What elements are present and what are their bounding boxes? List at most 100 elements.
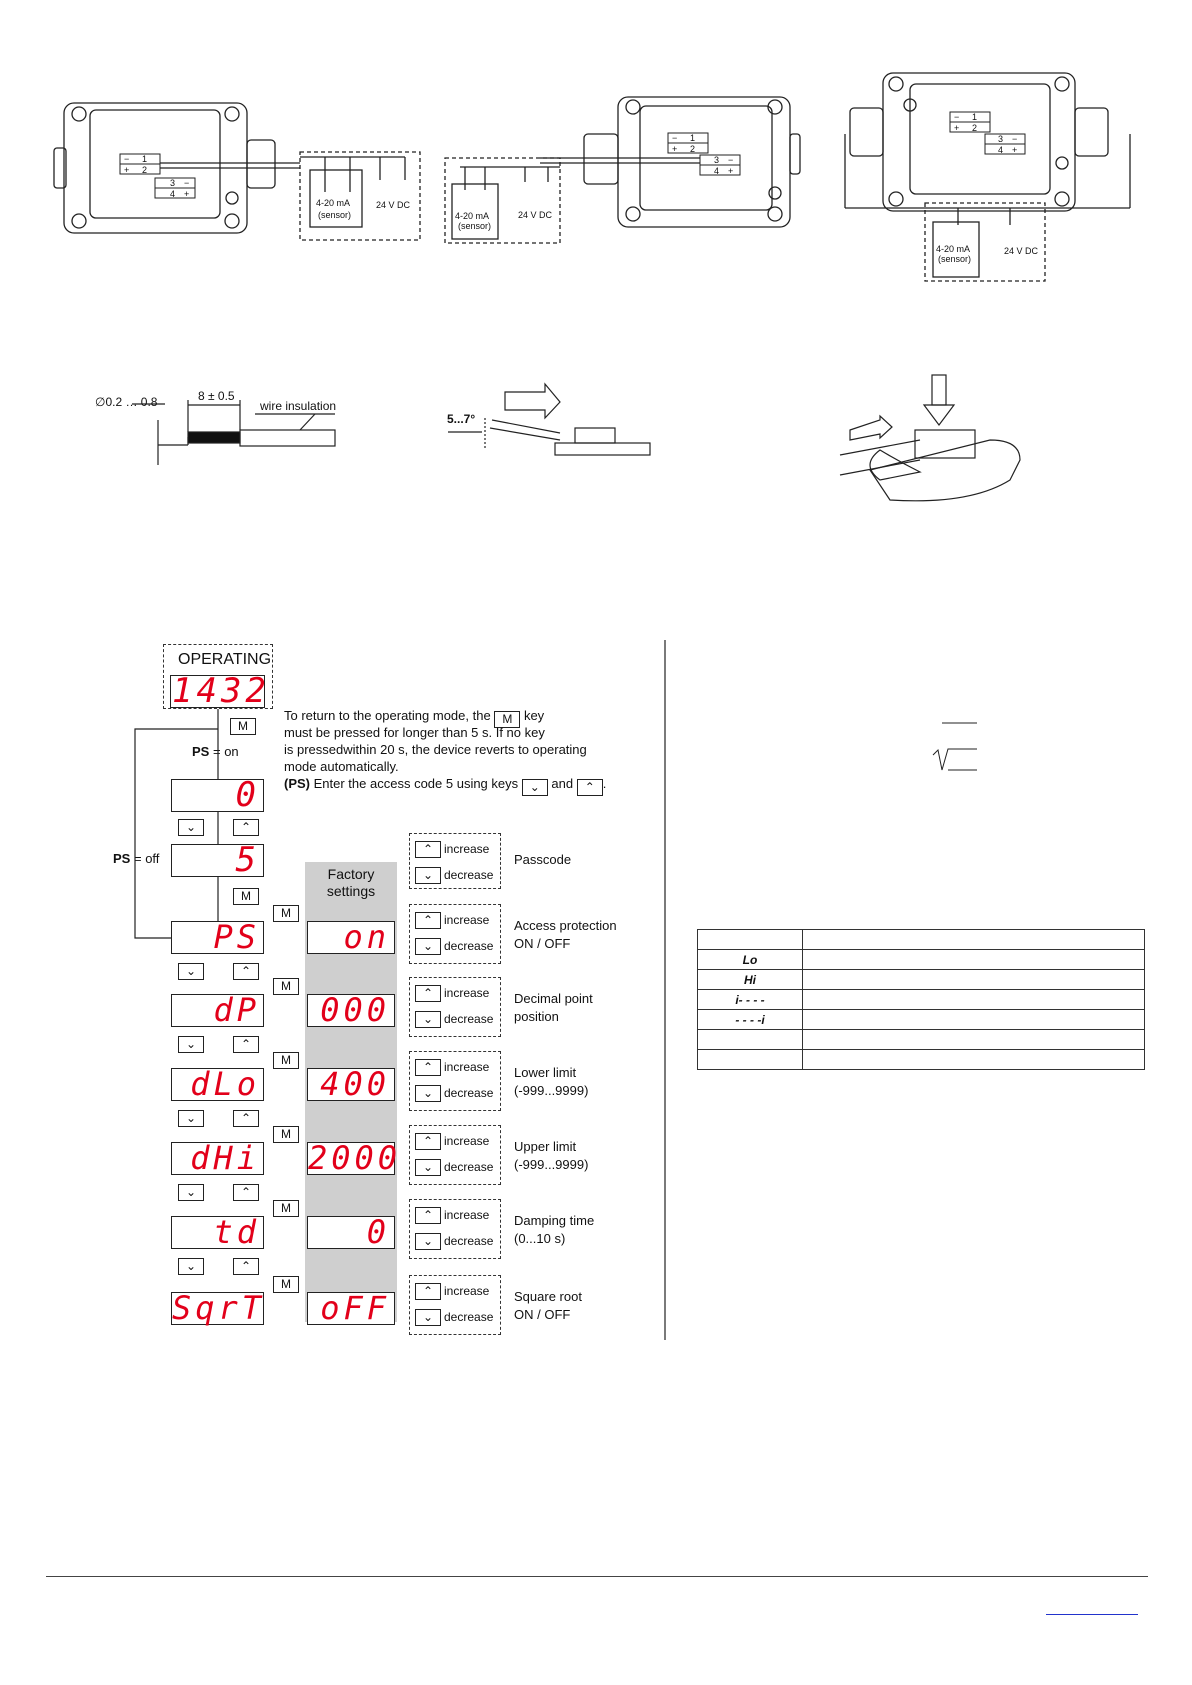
- table-cell-symbol: [697, 1049, 803, 1070]
- param-up-key[interactable]: ⌃: [233, 1258, 259, 1275]
- param-keys-frame: [409, 1199, 501, 1259]
- param-desc-2: position: [514, 1009, 559, 1024]
- table-cell-desc: [802, 1029, 1145, 1050]
- table-row: [697, 929, 1145, 950]
- param-code: td: [213, 1213, 260, 1251]
- wire-diameter-label: ∅0.2 … 0.8: [95, 395, 158, 409]
- param-down-key[interactable]: ⌄: [178, 1036, 204, 1053]
- param-up-key[interactable]: ⌃: [233, 1184, 259, 1201]
- table-cell-desc: [802, 969, 1145, 990]
- d3-sensor-sub: (sensor): [938, 254, 971, 264]
- passcode-up-key[interactable]: ⌃: [415, 841, 441, 858]
- param-code-display: [171, 994, 264, 1027]
- param-desc-2: (-999...9999): [514, 1083, 589, 1098]
- table-cell-symbol: Lo: [697, 949, 803, 970]
- param-increase: increase: [444, 1134, 490, 1148]
- param-m-key[interactable]: M: [273, 1200, 299, 1217]
- param-up-key[interactable]: ⌃: [233, 1110, 259, 1127]
- param-up-key[interactable]: ⌃: [415, 1133, 441, 1150]
- param-down-key[interactable]: ⌄: [178, 1258, 204, 1275]
- note-line-3: is pressedwithin 20 s, the device revert…: [284, 742, 587, 757]
- d3-term-4: 4: [998, 145, 1003, 155]
- param-factory-display: [307, 921, 395, 954]
- param-desc-1: Square root: [514, 1289, 582, 1304]
- param-up-key[interactable]: ⌃: [415, 912, 441, 929]
- param-code: SqrT: [172, 1289, 266, 1327]
- down-key-1[interactable]: ⌄: [178, 819, 204, 836]
- param-keys-frame: [409, 1051, 501, 1111]
- param-increase: increase: [444, 1060, 490, 1074]
- passcode-down-key[interactable]: ⌄: [415, 867, 441, 884]
- param-down-key[interactable]: ⌄: [415, 1233, 441, 1250]
- param-m-key[interactable]: M: [273, 905, 299, 922]
- param-up-key[interactable]: ⌃: [233, 1036, 259, 1053]
- m-key-code[interactable]: M: [233, 888, 259, 905]
- up-key-1[interactable]: ⌃: [233, 819, 259, 836]
- d2-sign-4: +: [728, 166, 733, 176]
- wiring-diagrams: − + 1 2 3 4 − + 4-20 mA (sensor) 24 V DC…: [53, 72, 1131, 282]
- param-desc-2: ON / OFF: [514, 936, 571, 951]
- m-key-top[interactable]: M: [230, 718, 256, 735]
- param-up-key[interactable]: ⌃: [415, 1059, 441, 1076]
- param-m-key[interactable]: M: [273, 1126, 299, 1143]
- param-m-key[interactable]: M: [273, 1052, 299, 1069]
- param-m-key[interactable]: M: [273, 1276, 299, 1293]
- d3-term-1: 1: [972, 112, 977, 122]
- d1-sign-3: −: [184, 178, 189, 188]
- d3-supply: 24 V DC: [1004, 246, 1039, 256]
- ps-on-label: PS = on: [192, 744, 239, 759]
- m-key-inline: M: [494, 711, 521, 728]
- footer-link-rule[interactable]: [1046, 1614, 1138, 1615]
- d1-term-2: 2: [142, 165, 147, 175]
- param-down-key[interactable]: ⌄: [415, 1159, 441, 1176]
- param-down-key[interactable]: ⌄: [178, 1110, 204, 1127]
- param-up-key[interactable]: ⌃: [415, 1283, 441, 1300]
- param-factory-value: 2000: [308, 1139, 402, 1177]
- param-decrease: decrease: [444, 1086, 494, 1100]
- param-down-key[interactable]: ⌄: [415, 1011, 441, 1028]
- param-code: dP: [213, 991, 260, 1029]
- up-key-inline: ⌃: [576, 779, 603, 796]
- param-desc-1: Damping time: [514, 1213, 595, 1228]
- d3-term-3: 3: [998, 134, 1003, 144]
- param-increase: increase: [444, 1208, 490, 1222]
- table-row: [697, 1029, 1145, 1050]
- param-keys-frame: [409, 1275, 501, 1335]
- table-cell-symbol: [697, 1029, 803, 1050]
- passcode-decrease: decrease: [444, 868, 494, 882]
- table-row: Hi: [697, 969, 1145, 990]
- param-keys-frame: [409, 904, 501, 964]
- table-cell-symbol: i- - - -: [697, 989, 803, 1010]
- param-down-key[interactable]: ⌄: [415, 1085, 441, 1102]
- note-line-5: (PS) Enter the access code 5 using keys …: [284, 776, 607, 796]
- param-code-display: [171, 1216, 264, 1249]
- param-m-key[interactable]: M: [273, 978, 299, 995]
- operating-frame: [163, 644, 273, 709]
- param-down-key[interactable]: ⌄: [178, 963, 204, 980]
- param-up-key[interactable]: ⌃: [415, 1207, 441, 1224]
- table-cell-desc: [802, 989, 1145, 1010]
- param-factory-value: 400: [320, 1065, 390, 1103]
- param-factory-display: [307, 994, 395, 1027]
- table-cell-symbol: - - - -i: [697, 1009, 803, 1030]
- down-key-inline: ⌄: [521, 779, 548, 796]
- param-desc-2: (0...10 s): [514, 1231, 566, 1246]
- d2-term-2: 2: [690, 144, 695, 154]
- d3-sign-1: −: [954, 112, 959, 122]
- param-up-key[interactable]: ⌃: [233, 963, 259, 980]
- param-down-key[interactable]: ⌄: [178, 1184, 204, 1201]
- table-cell-symbol: Hi: [697, 969, 803, 990]
- param-up-key[interactable]: ⌃: [415, 985, 441, 1002]
- code-zero: 0: [235, 775, 260, 815]
- d3-sign-2: +: [954, 123, 959, 133]
- param-down-key[interactable]: ⌄: [415, 938, 441, 955]
- param-down-key[interactable]: ⌄: [415, 1309, 441, 1326]
- param-factory-display: [307, 1068, 395, 1101]
- param-factory-value: oFF: [320, 1289, 390, 1327]
- param-factory-display: [307, 1292, 395, 1325]
- param-factory-value: 000: [320, 991, 390, 1029]
- param-code: dLo: [190, 1065, 260, 1103]
- param-decrease: decrease: [444, 1310, 494, 1324]
- param-factory-display: [307, 1216, 395, 1249]
- code-five: 5: [235, 840, 260, 880]
